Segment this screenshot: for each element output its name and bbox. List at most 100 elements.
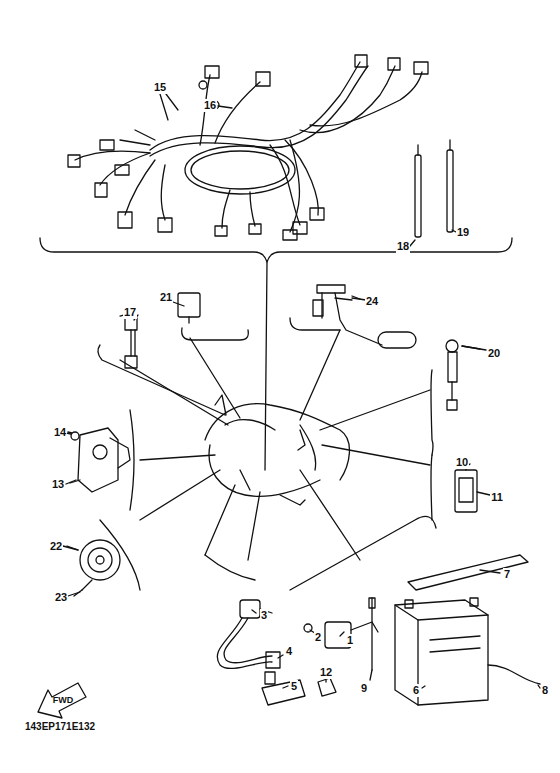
fuel-sender [317, 285, 345, 293]
leader-lines [218, 106, 232, 108]
regulator [459, 478, 473, 502]
frame-outline [205, 404, 349, 480]
main-switch [93, 445, 107, 459]
wire-harness [388, 58, 400, 70]
frame-outline [240, 470, 305, 505]
group-bracket [40, 238, 512, 470]
lead-wire [125, 356, 137, 368]
fuel-sender [335, 293, 382, 345]
callout-number: 10 [455, 456, 469, 469]
wire-harness [158, 218, 172, 232]
starter-relay [351, 622, 378, 632]
neutral-switch [266, 652, 280, 668]
starter-relay [371, 598, 372, 670]
group-lines [205, 485, 235, 555]
leader-lines [370, 670, 372, 680]
wire-harness [250, 192, 255, 226]
frame-outline [215, 395, 305, 450]
battery [470, 598, 478, 606]
wire-harness [115, 165, 129, 175]
leader-lines [283, 686, 288, 688]
group-lines [205, 555, 255, 580]
wire-harness [249, 224, 261, 234]
frame-outline [225, 420, 316, 470]
neutral-switch [224, 618, 272, 663]
forward-arrow [38, 683, 86, 718]
callout-number: 19 [456, 226, 470, 239]
callout-number: 22 [49, 540, 63, 553]
group-lines [322, 445, 430, 465]
battery [418, 615, 488, 705]
main-switch [68, 432, 72, 433]
callout-number: 15 [153, 81, 167, 94]
callout-number: 17 [123, 306, 137, 319]
lead-wire [120, 314, 137, 368]
battery [395, 600, 488, 620]
direction-mark: FWD [52, 695, 75, 706]
wire-harness [100, 140, 114, 150]
wire-harness [310, 72, 422, 126]
leader-lines [252, 610, 256, 613]
leader-lines [325, 680, 326, 682]
fuel-sender [313, 285, 416, 348]
fuse-holder-rods [415, 140, 453, 237]
main-switch [68, 428, 130, 492]
wire-harness [414, 62, 428, 74]
wire-harness [118, 212, 132, 228]
neutral-switch [217, 600, 305, 705]
leader-lines [68, 592, 80, 596]
callout-number: 13 [51, 478, 65, 491]
fuel-sender [378, 332, 416, 348]
callout-number: 1 [346, 634, 354, 647]
horn [88, 548, 112, 572]
group-bracket [265, 262, 267, 470]
battery-band [408, 555, 528, 590]
horn [96, 556, 104, 564]
wire-harness [310, 208, 324, 220]
neutral-switch [265, 672, 275, 684]
main-switch [78, 428, 118, 492]
battery [405, 600, 413, 608]
sensor-switch [448, 352, 457, 382]
starter-relay [304, 598, 378, 696]
wire-harness [355, 55, 367, 67]
sensor-switch [447, 400, 457, 410]
flasher-relay [188, 317, 189, 323]
group-lines [290, 516, 436, 590]
group-lines [182, 328, 249, 340]
leader-lines [160, 94, 178, 120]
group-lines [98, 318, 436, 590]
sensor-switch [451, 382, 452, 400]
starter-relay [369, 598, 375, 608]
group-lines [190, 338, 240, 418]
callout-number: 2 [314, 631, 322, 644]
regulator [455, 470, 477, 512]
fuse-holder-rods [415, 155, 421, 237]
leader-lines [462, 346, 486, 350]
sensor-switch [446, 340, 480, 410]
leader-lines [63, 94, 540, 688]
lead-wire [134, 330, 135, 356]
wire-harness [283, 230, 297, 240]
wire-harness [100, 153, 150, 185]
fuel-sender [313, 300, 323, 316]
sensor-switch [446, 340, 458, 352]
flasher-relay [173, 293, 200, 323]
starter-relay [318, 678, 336, 696]
group-lines [140, 455, 215, 460]
callout-number: 12 [319, 666, 333, 679]
group-lines [431, 455, 432, 520]
battery [395, 598, 540, 705]
group-lines [140, 470, 220, 520]
battery [488, 665, 540, 684]
callout-number: 6 [412, 684, 420, 697]
wire-harness [290, 140, 299, 232]
group-lines [300, 470, 360, 560]
wire-harness [215, 82, 260, 143]
callout-number: 4 [285, 645, 293, 658]
lead-wire [130, 330, 131, 356]
callout-number: 11 [490, 491, 504, 504]
callout-number: 9 [360, 682, 368, 695]
lead-wire [125, 318, 137, 330]
wire-harness [68, 155, 80, 167]
